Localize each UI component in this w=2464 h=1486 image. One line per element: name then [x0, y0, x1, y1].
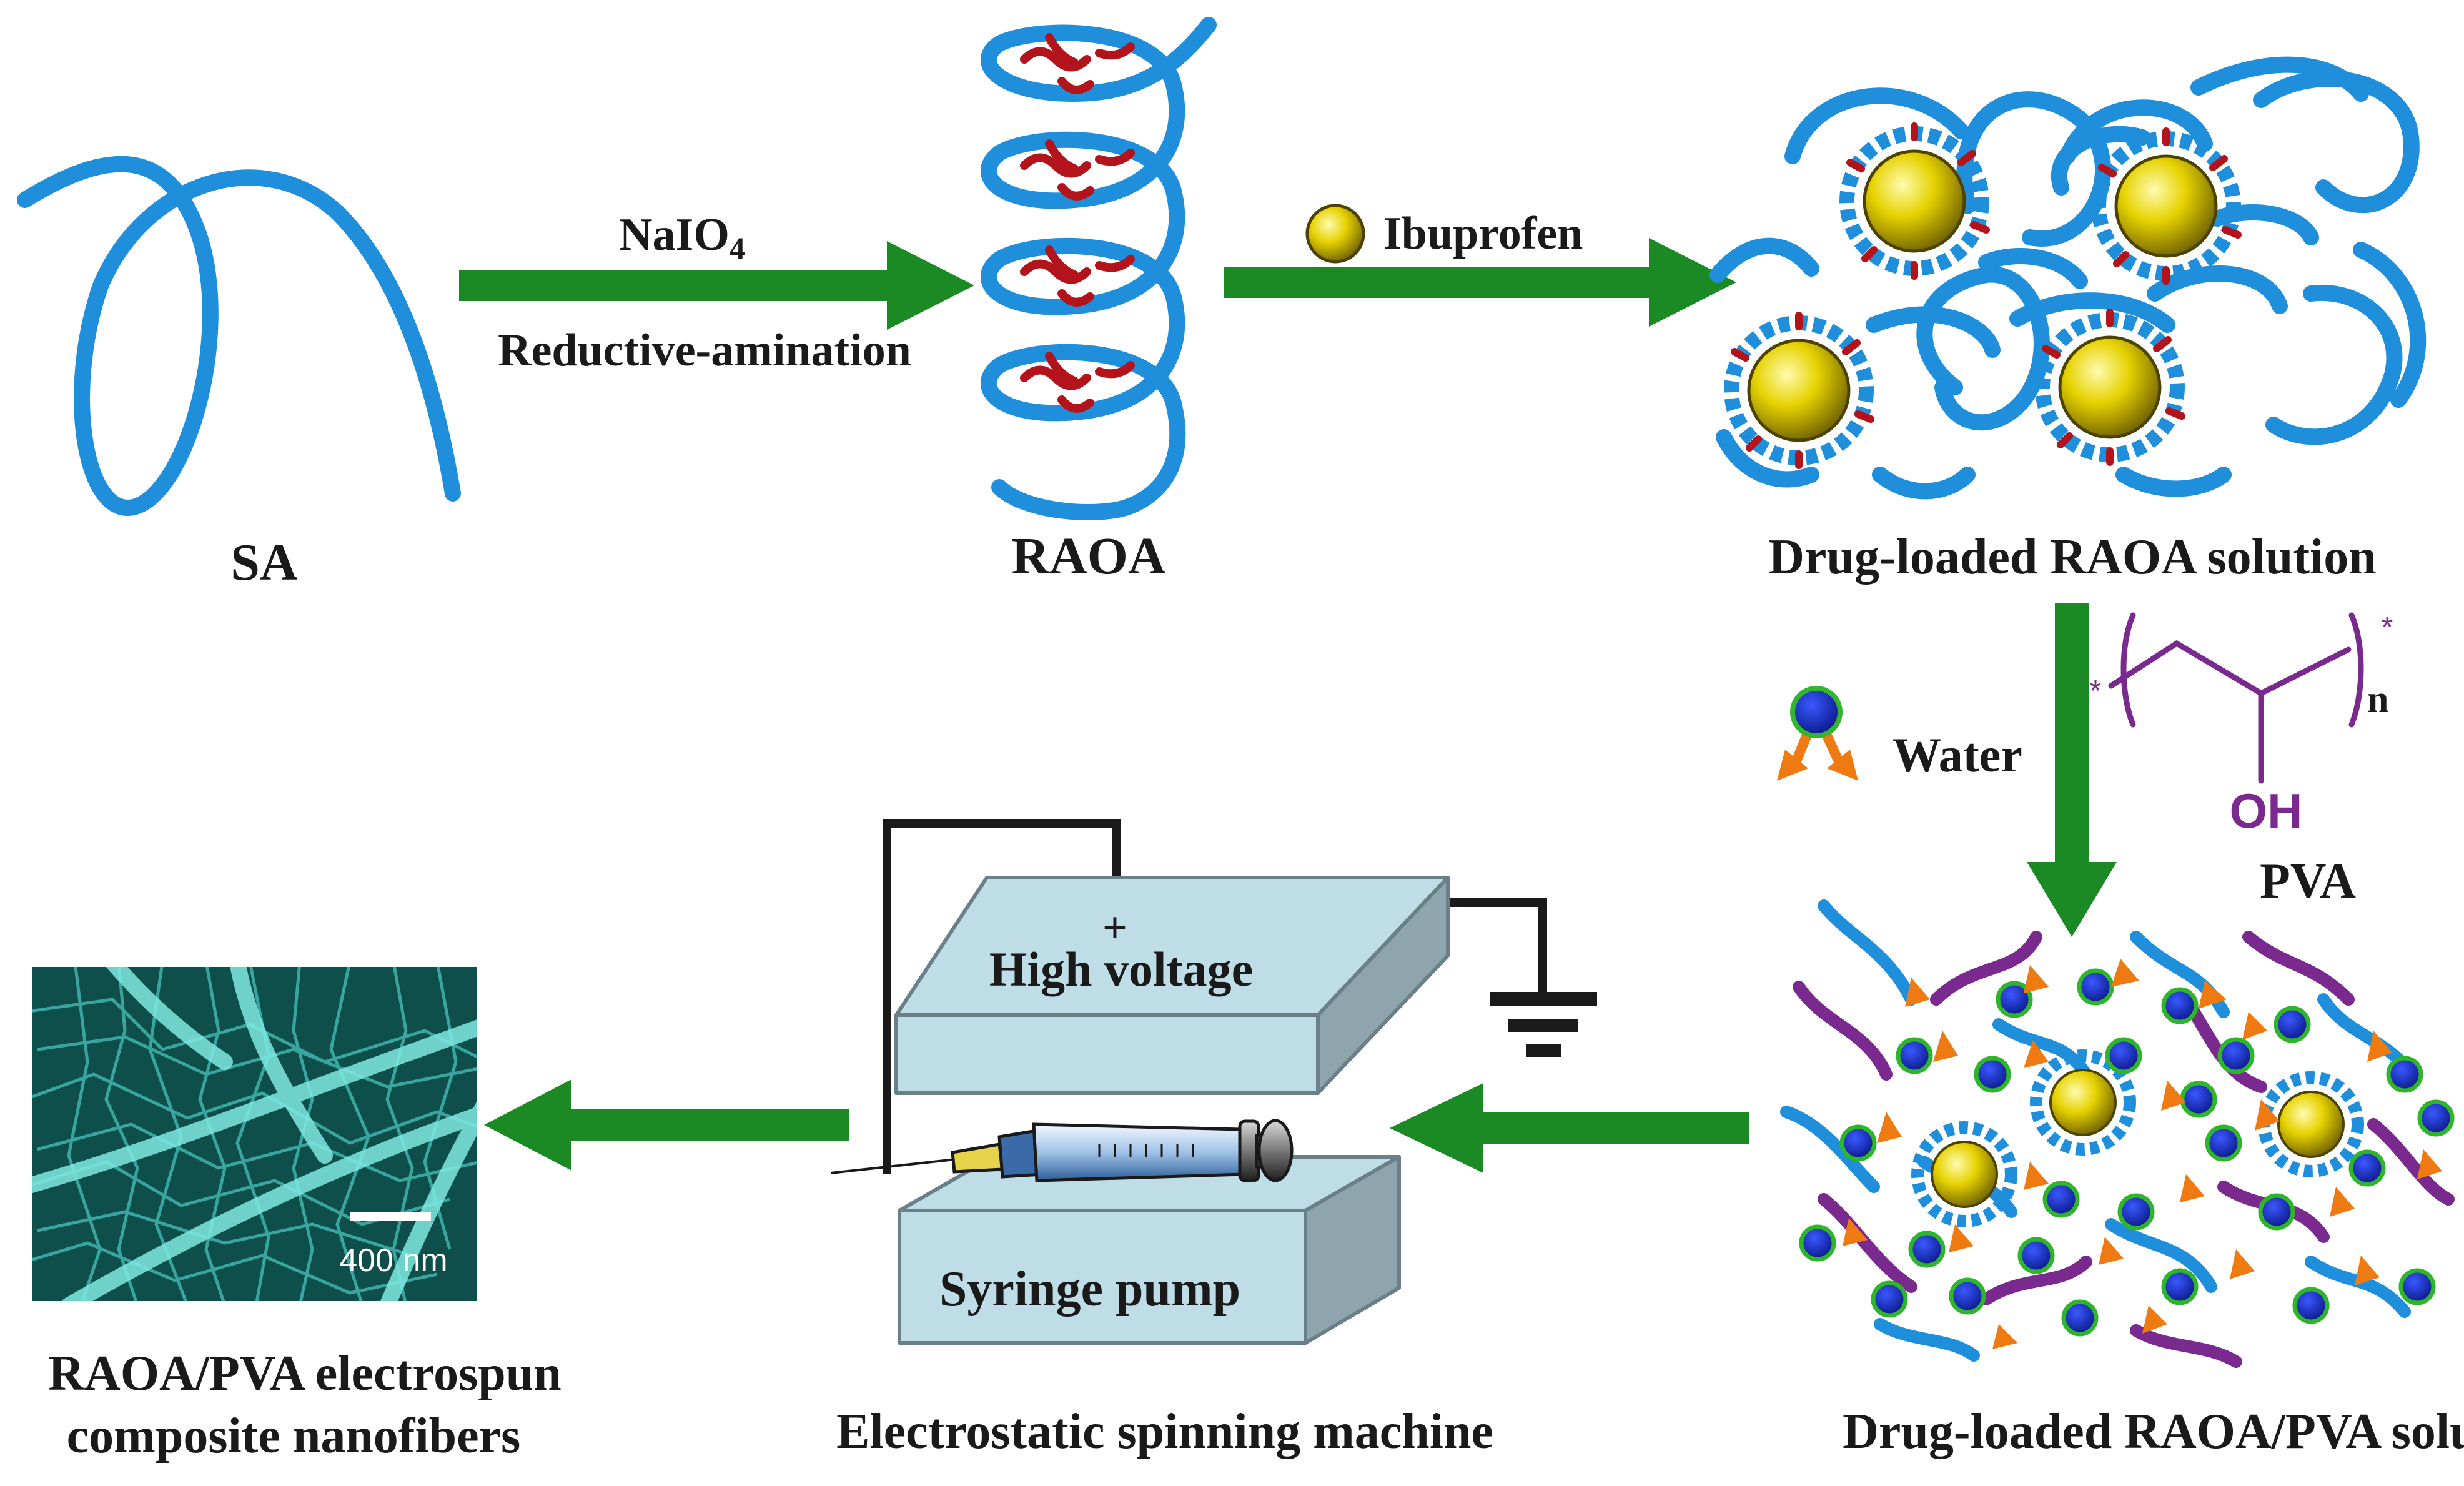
- drug-loaded-raoa-solution-label: Drug-loaded RAOA solution: [1768, 530, 2376, 585]
- sem-scale-bar-label: 400 nm: [339, 1242, 447, 1279]
- naio4-subscript: 4: [730, 230, 745, 265]
- electrostatic-spinning-machine: + High voltage Syringe pump: [830, 819, 1597, 1345]
- arrow-solution-to-machine: [1390, 1083, 1749, 1173]
- nanofibers-label-line2: composite nanofibers: [67, 1409, 521, 1464]
- pva-hydroxyl-label: OH: [2230, 783, 2303, 838]
- reductive-amination-label: Reductive-amination: [498, 325, 911, 376]
- ibuprofen-label: Ibuprofen: [1383, 208, 1583, 259]
- ground-symbol-icon: [1490, 992, 1597, 1057]
- micelle-cluster: [1724, 312, 1874, 469]
- micelle-cluster: [1911, 1121, 2017, 1227]
- arrow-sa-to-raoa: [459, 241, 974, 330]
- sa-chain: [17, 156, 461, 516]
- electrostatic-spinning-machine-label: Electrostatic spinning machine: [836, 1404, 1493, 1459]
- water-molecule-icon: [1777, 686, 1858, 781]
- positive-terminal-label: +: [1102, 904, 1127, 952]
- naio4-label: NaIO4: [619, 209, 745, 265]
- sem-nanofiber-image: 400 nm: [32, 967, 477, 1301]
- micelle-cluster: [2035, 309, 2185, 466]
- sa-label: SA: [230, 533, 298, 592]
- arrow-machine-to-nanofibers: [484, 1079, 849, 1171]
- pva-repeat-subscript: n: [2367, 678, 2388, 721]
- raoa-graft-chains: [1020, 33, 1135, 413]
- arrow-add-water-pva: [2027, 603, 2117, 937]
- high-voltage-label: High voltage: [989, 942, 1254, 996]
- nanofibers-label-line1: RAOA/PVA electrospun: [48, 1346, 562, 1401]
- raoa-helix: [980, 17, 1217, 520]
- water-label: Water: [1893, 728, 2022, 782]
- drug-loaded-raoa-pva-mixture: [1780, 899, 2455, 1368]
- raoa-label: RAOA: [1011, 527, 1166, 585]
- pva-label: PVA: [2260, 854, 2356, 909]
- micelle-cluster: [2091, 127, 2242, 285]
- micelle-cluster: [2258, 1071, 2364, 1177]
- drug-loaded-raoa-pva-solution-label: Drug-loaded RAOA/PVA solution: [1843, 1404, 2464, 1459]
- drug-loaded-raoa-network: [1709, 56, 2427, 500]
- water-orange-atoms: [1843, 959, 2442, 1349]
- syringe-pump-label: Syringe pump: [939, 1262, 1240, 1317]
- high-voltage-box: [894, 876, 1450, 1095]
- ibuprofen-icon: [1305, 204, 1365, 264]
- micelle-cluster: [1839, 122, 1990, 280]
- sem-scale-bar: [350, 1212, 431, 1221]
- syringe-icon: [830, 1119, 1294, 1182]
- micelle-cluster: [2030, 1049, 2136, 1156]
- pva-right-end-marker: *: [2382, 611, 2393, 644]
- pva-structure: [2108, 612, 2364, 784]
- arrow-raoa-to-drug-solution: [1224, 238, 1736, 327]
- pva-left-end-marker: *: [2090, 675, 2102, 708]
